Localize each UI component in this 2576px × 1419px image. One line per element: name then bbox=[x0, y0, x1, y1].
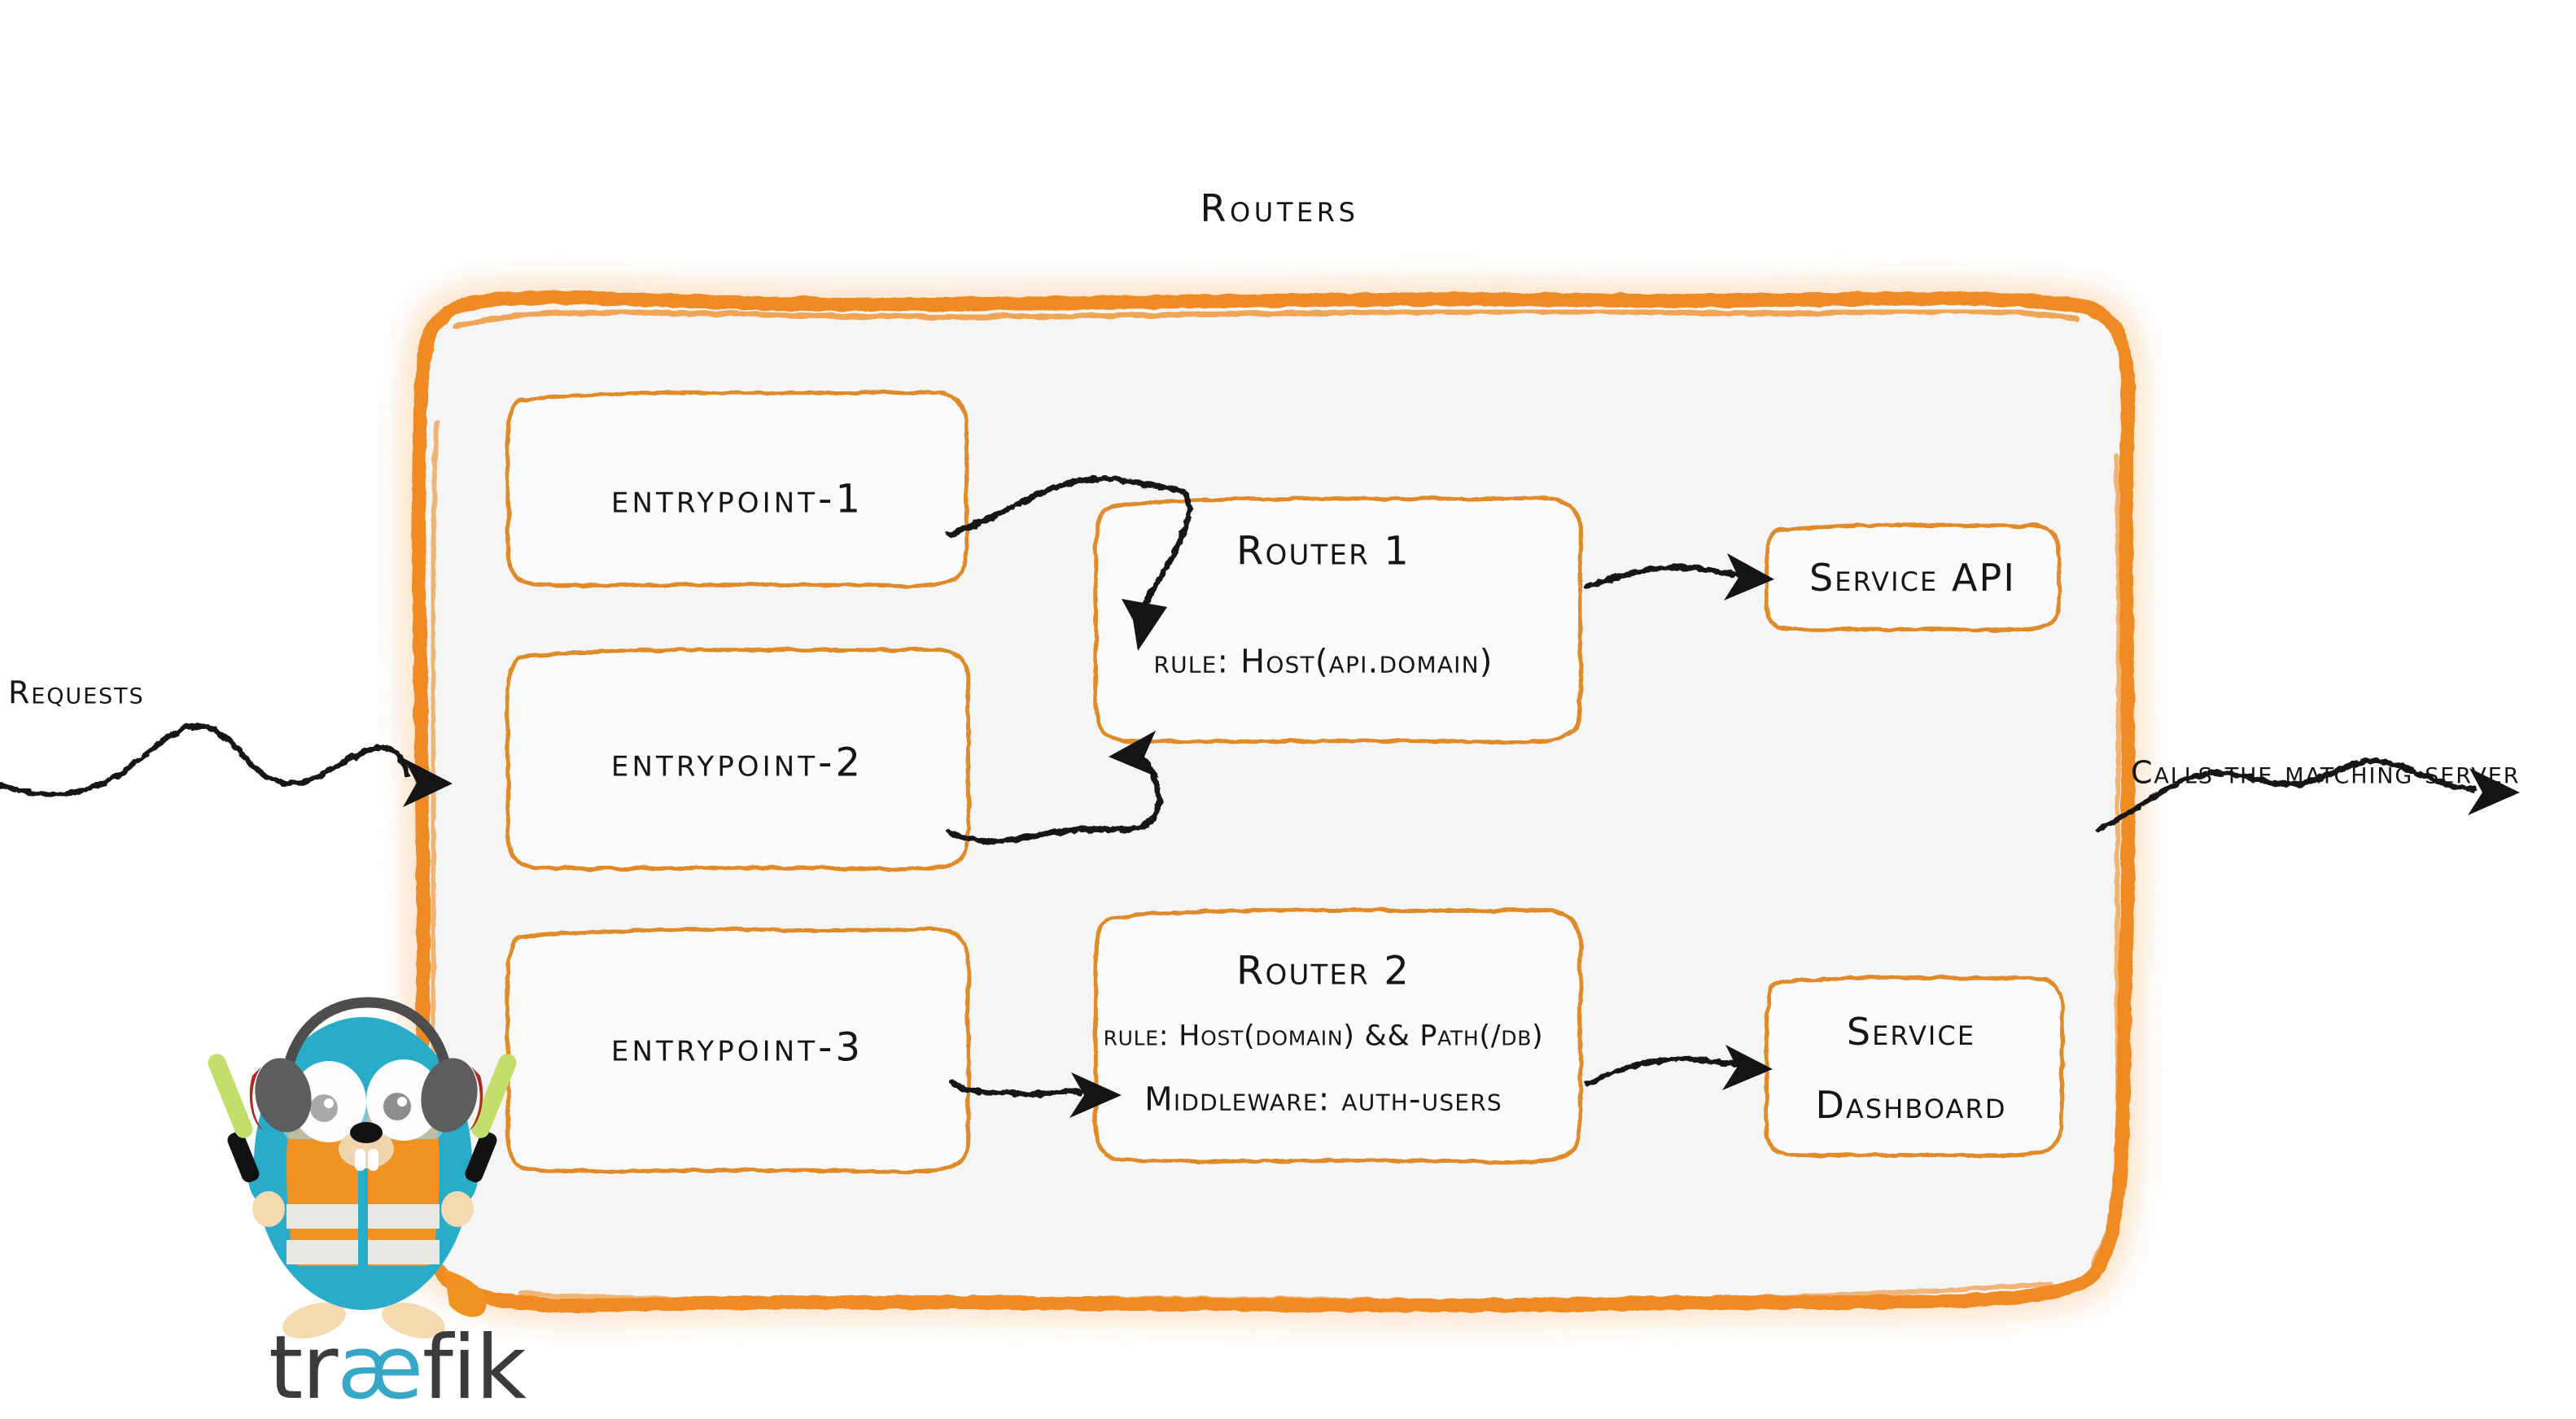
gopher-arm-left bbox=[247, 1147, 282, 1207]
gopher-vest-stripe-lower-left bbox=[286, 1240, 358, 1264]
connector-arrows bbox=[0, 475, 2478, 1098]
wordmark-prefix: tr bbox=[269, 1317, 338, 1419]
gopher-wands bbox=[208, 1054, 517, 1183]
service-api-box[interactable] bbox=[1764, 522, 2062, 632]
wand-right-light bbox=[471, 1054, 517, 1138]
service-dashboard-box[interactable] bbox=[1764, 975, 2065, 1158]
connector-arrowheads bbox=[403, 553, 2520, 1118]
calls-server-label: Calls the matching server bbox=[2131, 754, 2521, 791]
gopher-hand-right bbox=[441, 1191, 474, 1227]
wand-left-handle bbox=[227, 1131, 260, 1183]
service-dashboard-label-line-2: Dashboard bbox=[1815, 1082, 2007, 1127]
calls-server-arrow-line bbox=[2095, 758, 2478, 833]
wordmark-suffix: fik bbox=[422, 1317, 527, 1419]
entrypoint-3-label: entrypoint-3 bbox=[610, 1024, 864, 1071]
wordmark-ae-ligature: æ bbox=[337, 1317, 423, 1419]
router-1-box[interactable] bbox=[1093, 496, 1583, 744]
gopher-eye-glint-right bbox=[397, 1097, 407, 1107]
entrypoint-1-box[interactable] bbox=[505, 390, 969, 588]
router-2-box[interactable] bbox=[1093, 907, 1583, 1164]
entrypoint-1-label: entrypoint-1 bbox=[610, 476, 864, 522]
ep1-to-router1-line bbox=[946, 475, 1193, 605]
gopher-headphone-rim-left bbox=[249, 1066, 264, 1131]
panel-border-accent-right bbox=[2091, 453, 2122, 1265]
panel-border-accent-top bbox=[453, 308, 2080, 330]
router-1-rule: rule: Host(api.domain) bbox=[1153, 643, 1494, 681]
router2-to-servicedashboard-arrowhead bbox=[1722, 1045, 1773, 1090]
gopher-tooth-left bbox=[355, 1149, 365, 1171]
requests-arrow-line bbox=[0, 723, 410, 797]
router-1-title: Router 1 bbox=[1236, 528, 1410, 574]
requests-label: Requests bbox=[8, 675, 145, 711]
gopher-tail bbox=[444, 1269, 487, 1317]
entrypoint-2-label: entrypoint-2 bbox=[610, 740, 864, 786]
gopher-hand-left bbox=[252, 1191, 285, 1227]
gopher-eye-glint-left bbox=[324, 1098, 334, 1108]
page-title: Routers bbox=[1200, 186, 1359, 230]
ep3-to-router2-arrowhead bbox=[1069, 1072, 1122, 1118]
router-2-rule: rule: Host(domain) && Path(/db) bbox=[1103, 1019, 1544, 1053]
gopher-snout bbox=[339, 1129, 394, 1168]
router-2-title: Router 2 bbox=[1236, 948, 1410, 994]
entrypoint-boxes bbox=[505, 390, 971, 1174]
router1-to-serviceapi-arrowhead bbox=[1724, 553, 1774, 600]
service-api-label: Service API bbox=[1809, 555, 2016, 600]
router1-to-serviceapi-line bbox=[1584, 564, 1752, 589]
calls-server-arrowhead bbox=[2468, 768, 2520, 815]
ep1-to-router1-arrowhead bbox=[1122, 599, 1167, 651]
gopher-foot-right bbox=[382, 1302, 445, 1339]
router-boxes bbox=[1093, 496, 1583, 1164]
gopher-headphone-cup-left bbox=[255, 1058, 312, 1133]
gopher-headphone-rim-right bbox=[469, 1066, 483, 1131]
ep3-to-router2-line bbox=[949, 1079, 1084, 1098]
gopher-vest-stripe-upper-left bbox=[286, 1204, 358, 1229]
traefik-wordmark: træfik bbox=[269, 1325, 527, 1412]
traefik-gopher-mascot bbox=[208, 997, 517, 1339]
gopher-tooth-right bbox=[368, 1149, 378, 1171]
gopher-vest-stripe-upper-right bbox=[368, 1204, 440, 1229]
service-boxes bbox=[1764, 522, 2065, 1158]
router2-to-servicedashboard-line bbox=[1584, 1056, 1750, 1087]
service-dashboard-label-line-1: Service bbox=[1846, 1009, 1976, 1054]
gopher-headphone-cup-right bbox=[421, 1058, 478, 1133]
gopher-nose bbox=[350, 1122, 383, 1143]
gopher-vest-stripe-lower-right bbox=[368, 1240, 440, 1264]
wand-right-handle bbox=[465, 1131, 497, 1183]
entrypoint-2-box[interactable] bbox=[505, 647, 971, 871]
ep2-to-router1-line bbox=[946, 753, 1162, 845]
gopher-headphone-band bbox=[281, 997, 453, 1081]
gopher-foot-left bbox=[282, 1302, 346, 1339]
router-2-middleware: Middleware: auth-users bbox=[1144, 1081, 1502, 1119]
requests-arrowhead bbox=[403, 758, 453, 807]
ep2-to-router1-arrowhead bbox=[1109, 731, 1159, 778]
panel-border-accent-bottom bbox=[518, 1281, 2053, 1304]
wand-left-light bbox=[208, 1054, 253, 1138]
